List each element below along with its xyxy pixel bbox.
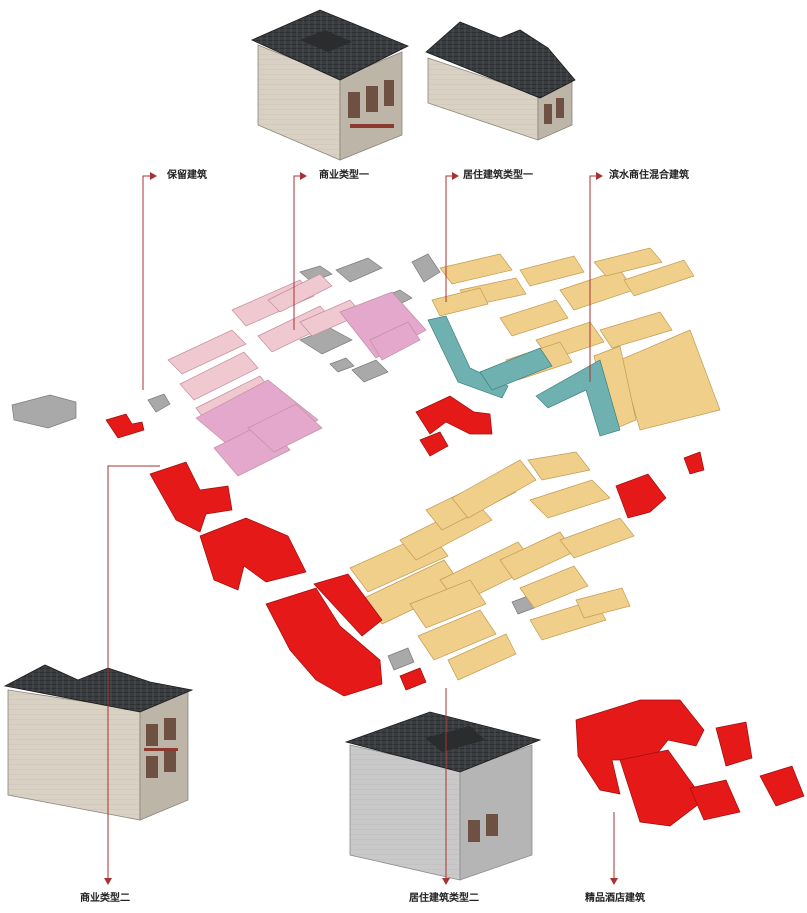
leader-line-retained [142,175,150,390]
arrowhead-residential-type-2 [442,878,450,885]
leader-lines [107,175,615,878]
label-residential-type-2: 居住建筑类型二 [409,893,479,904]
residential-type-1-blocks [349,247,721,681]
retained-buildings [11,253,535,671]
arrowhead-retained [150,172,157,180]
arrowhead-residential-type-1 [452,172,459,180]
leader-line-residential-type-1 [445,175,452,302]
arrowhead-commercial-type-1 [300,172,307,180]
label-waterfront-mixed: 滨水商住混合建筑 [609,170,689,181]
boutique-hotel-blocks [105,395,805,827]
commercial-type-1-blocks [167,273,427,477]
residential-type-2-building-model [344,711,542,881]
arrowhead-boutique-hotel [610,878,618,885]
commercial-type-1-building-model [251,9,409,161]
waterfront-mixed-blocks [427,315,621,437]
label-retained-buildings: 保留建筑 [167,170,207,181]
residential-type-1-building-model [425,21,576,141]
label-commercial-type-1: 商业类型一 [319,170,369,181]
leader-line-commercial-type-1 [293,175,300,330]
leader-arrowheads [104,172,618,885]
leader-line-waterfront-mixed [589,175,596,382]
leader-line-commercial-type-2 [107,465,160,878]
arrowhead-waterfront-mixed [596,172,603,180]
commercial-type-2-building-model [3,664,194,821]
label-commercial-type-2: 商业类型二 [80,893,130,904]
arrowhead-commercial-type-2 [104,878,112,885]
label-residential-type-1: 居住建筑类型一 [463,170,533,181]
label-boutique-hotel: 精品酒店建筑 [585,893,645,904]
